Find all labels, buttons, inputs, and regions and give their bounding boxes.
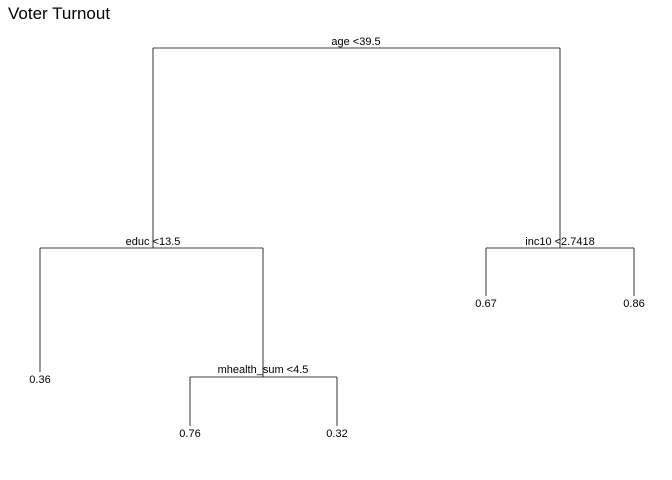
leaf-value: 0.32 [326,428,347,440]
leaf-value: 0.67 [475,298,496,310]
split-label-educ: educ <13.5 [126,236,181,248]
split-node-inc10: inc10 <2.7418 [485,236,635,296]
split-label-inc10: inc10 <2.7418 [525,236,594,248]
page-title: Voter Turnout [8,4,111,23]
split-node-educ: educ <13.5 [39,236,264,377]
split-label-mhealth: mhealth_sum <4.5 [218,364,309,376]
leaf-value: 0.36 [29,374,50,386]
split-node-age: age <39.5 [152,36,561,248]
leaf-value: 0.86 [623,298,644,310]
split-node-mhealth: mhealth_sum <4.5 [189,364,338,426]
leaf-value: 0.76 [179,428,200,440]
split-label-age: age <39.5 [331,36,380,48]
